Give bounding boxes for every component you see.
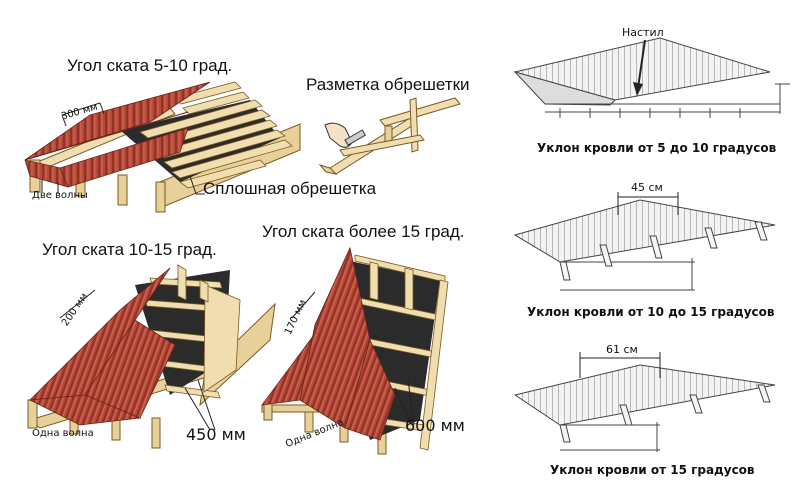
diagram2-spacing: 45 см [631,181,663,194]
roof-panel-5-10 [24,81,301,213]
diagram-slope-10-15 [513,192,776,291]
panel1-title: Угол ската 5-10 град. [67,56,233,75]
diagram-slope-5-10 [513,37,790,118]
roof-panel-10-15 [27,264,276,449]
batten-marking-illustration [318,97,461,175]
panel3-title: Угол ската более 15 град. [262,222,465,241]
panel2-spacing: 450 мм [186,425,246,444]
marking-title: Разметка обрешетки [306,75,470,94]
diagram2-caption: Уклон кровли от 10 до 15 градусов [527,305,775,319]
panel3-spacing: 600 мм [405,416,465,435]
diagram1-caption: Уклон кровли от 5 до 10 градусов [537,141,777,155]
panel2-waves: Одна волна [32,428,94,439]
panel1-waves: Две волны [32,190,88,201]
diagram1-label: Настил [622,26,664,39]
panel2-title: Угол ската 10-15 град. [42,240,217,259]
roof-panel-over-15 [261,246,449,455]
panel1-solid-battens: Сплошная обрешетка [203,179,377,198]
diagram-slope-15 [513,352,776,452]
diagram3-caption: Уклон кровли от 15 градусов [550,463,755,477]
diagram3-spacing: 61 см [606,343,638,356]
